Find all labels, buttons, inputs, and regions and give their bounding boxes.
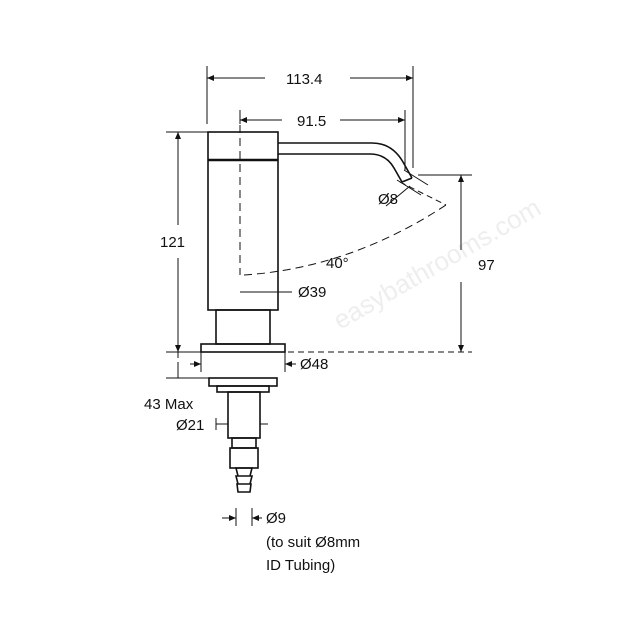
threaded-shank bbox=[227, 391, 261, 439]
dim-hose-connector-diameter: Ø9 bbox=[266, 510, 286, 527]
washer bbox=[216, 385, 270, 393]
note-tubing-line1: (to suit Ø8mm bbox=[266, 534, 360, 551]
note-tubing-line2: ID Tubing) bbox=[266, 557, 335, 574]
arrowheads bbox=[175, 75, 464, 521]
dim-shank-diameter: Ø21 bbox=[176, 417, 204, 434]
hose-connector-nut bbox=[229, 447, 259, 469]
lower-neck bbox=[215, 309, 271, 345]
dim-body-diameter: Ø39 bbox=[298, 284, 326, 301]
dim-body-height: 121 bbox=[160, 234, 185, 251]
watermark-text: easybathrooms.com bbox=[328, 192, 546, 335]
lock-nut bbox=[208, 377, 278, 387]
dimension-lines bbox=[166, 66, 472, 526]
shank-base bbox=[231, 437, 257, 449]
dim-outlet-diameter: Ø8 bbox=[378, 191, 398, 208]
dim-spout-angle: 40° bbox=[326, 255, 349, 272]
dim-max-deck-thickness: 43 Max bbox=[144, 396, 194, 413]
dispenser-body bbox=[207, 131, 279, 311]
spout-tip bbox=[401, 177, 413, 183]
spout bbox=[278, 142, 413, 183]
dim-flange-diameter: Ø48 bbox=[300, 356, 328, 373]
dim-spout-reach: 91.5 bbox=[297, 113, 326, 130]
dispenser-outline bbox=[200, 131, 413, 493]
dim-overall-width: 113.4 bbox=[286, 71, 322, 88]
dim-outlet-height: 97 bbox=[478, 257, 495, 274]
hose-barb bbox=[234, 467, 254, 493]
deck-flange bbox=[200, 343, 286, 353]
